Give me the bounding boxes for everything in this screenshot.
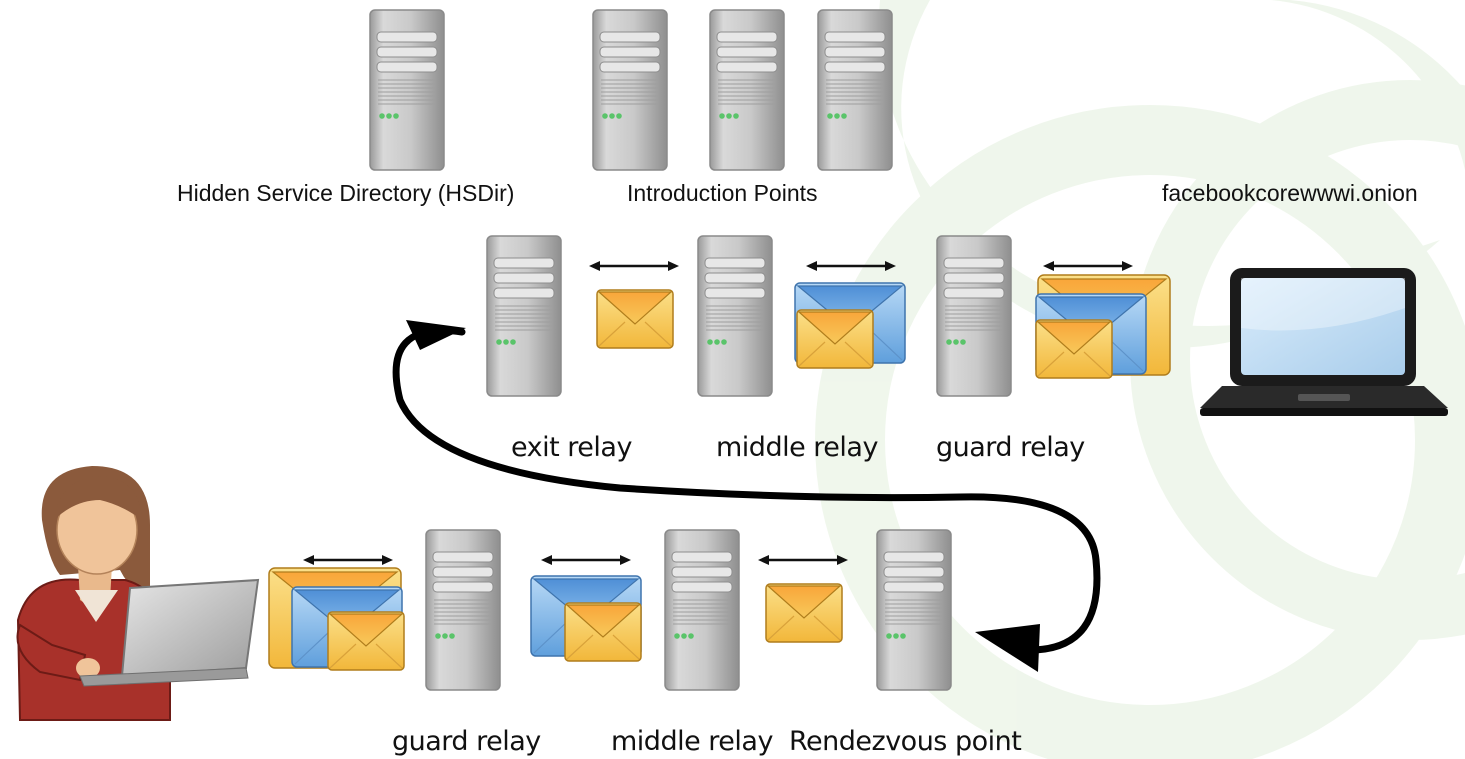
double-arrow-icon (587, 259, 681, 273)
service-guard-relay-label: guard relay (936, 432, 1085, 463)
user-icon (16, 466, 260, 721)
rendezvous-path-arrow (392, 320, 1101, 672)
exit-relay-label: exit relay (511, 432, 632, 463)
intro-point-server-icon (817, 9, 893, 171)
double-arrow-icon (756, 553, 850, 567)
envelope-stack-icon (530, 575, 642, 662)
laptop-icon (1200, 268, 1448, 416)
introduction-points-label: Introduction Points (627, 180, 818, 206)
service-middle-relay-server-icon (697, 235, 773, 397)
rendezvous-point-server-icon (876, 529, 952, 691)
double-arrow-icon (539, 553, 633, 567)
envelope-icon (596, 289, 674, 349)
client-guard-relay-label: guard relay (392, 726, 541, 757)
client-middle-relay-server-icon (664, 529, 740, 691)
envelope-stack-icon (268, 567, 405, 671)
envelope-icon (765, 583, 843, 643)
service-guard-relay-server-icon (936, 235, 1012, 397)
hsdir-label: Hidden Service Directory (HSDir) (177, 180, 515, 206)
envelope-stack-icon (1035, 274, 1171, 379)
envelope-stack-icon (794, 282, 906, 369)
hsdir-server-icon (369, 9, 445, 171)
intro-point-server-icon (592, 9, 668, 171)
client-guard-relay-server-icon (425, 529, 501, 691)
client-middle-relay-label: middle relay (611, 726, 773, 757)
intro-point-server-icon (709, 9, 785, 171)
service-middle-relay-label: middle relay (716, 432, 878, 463)
double-arrow-icon (301, 553, 395, 567)
rendezvous-point-label: Rendezvous point (789, 726, 1022, 757)
double-arrow-icon (1041, 259, 1135, 273)
exit-relay-server-icon (486, 235, 562, 397)
onion-address-label: facebookcorewwwi.onion (1162, 180, 1418, 206)
